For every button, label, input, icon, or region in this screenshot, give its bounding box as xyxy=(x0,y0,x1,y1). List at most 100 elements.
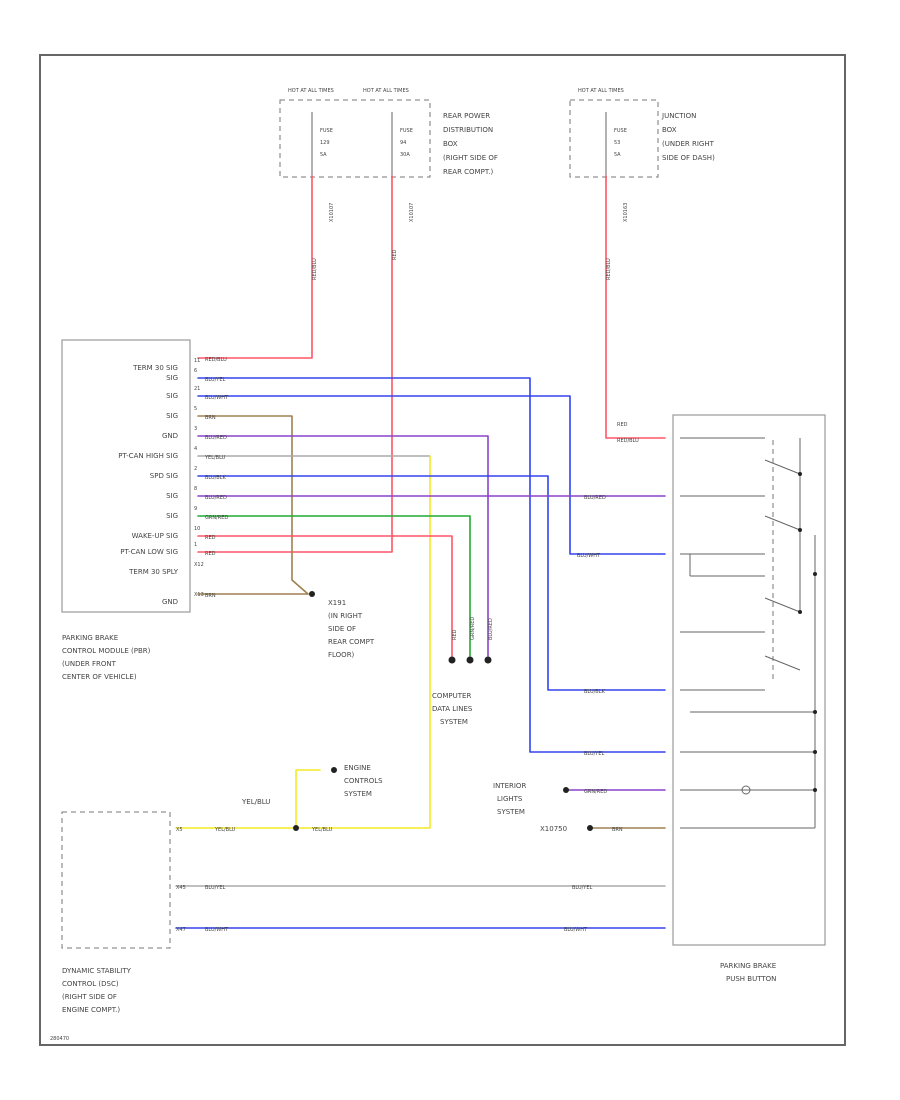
pbm-pin-number: X12 xyxy=(194,562,204,568)
svg-text:BOX: BOX xyxy=(443,140,458,148)
hot-at-all-times-label: HOT AT ALL TIMES xyxy=(578,88,624,94)
splice-dot xyxy=(293,825,299,831)
svg-text:BLU/RED: BLU/RED xyxy=(584,495,606,501)
fuse-94-rating: 30A xyxy=(400,152,410,158)
svg-text:RED: RED xyxy=(617,422,628,428)
pbm-pin-number: X13 xyxy=(194,592,204,598)
svg-text:BLU/WHT: BLU/WHT xyxy=(564,927,588,933)
svg-text:BRN: BRN xyxy=(205,593,216,599)
svg-text:BLU/YEL: BLU/YEL xyxy=(205,377,226,383)
computer-data-lines-connectors xyxy=(448,656,492,664)
svg-text:BLU/YEL: BLU/YEL xyxy=(584,751,605,757)
fuse-94-label: FUSE xyxy=(400,128,413,134)
wires-layer xyxy=(175,175,666,929)
pbm-caption: PARKING BRAKE CONTROL MODULE (PBR) (UNDE… xyxy=(62,634,151,681)
svg-text:SYSTEM: SYSTEM xyxy=(497,808,525,816)
parking-brake-push-button-box xyxy=(672,414,826,946)
wire-grn-red-pin9 xyxy=(197,515,471,657)
wire-labels: RED/BLU BLU/YEL BLU/WHT BRN BLU/RED YEL/… xyxy=(204,249,639,933)
svg-text:YEL/BLU: YEL/BLU xyxy=(241,798,270,806)
svg-text:(UNDER FRONT: (UNDER FRONT xyxy=(62,660,117,668)
pbm-pin-label: GND xyxy=(162,598,178,606)
wire-brn-pin5 xyxy=(197,415,309,595)
svg-text:INTERIOR: INTERIOR xyxy=(493,782,526,790)
wire-blu-blk-pin2 xyxy=(197,475,666,691)
fuse-129-label: FUSE xyxy=(320,128,333,134)
wire-blu-red-pin3 xyxy=(197,435,489,657)
parking-brake-control-module-box xyxy=(61,339,191,613)
push-button-internal-switches xyxy=(680,437,817,829)
svg-text:BOX: BOX xyxy=(662,126,677,134)
svg-text:RED: RED xyxy=(205,551,216,557)
svg-text:BLU/YEL: BLU/YEL xyxy=(572,885,593,891)
x10750-label: X10750 xyxy=(540,825,593,833)
junction-box-label: JUNCTION BOX (UNDER RIGHT SIDE OF DASH) xyxy=(661,112,715,162)
pbm-pin-number: 9 xyxy=(194,506,197,512)
svg-text:X10750: X10750 xyxy=(540,825,567,833)
fuse-53-number: 53 xyxy=(614,140,620,146)
pbm-pin-label: PT-CAN HIGH SIG xyxy=(118,452,178,460)
svg-text:BLU/BLK: BLU/BLK xyxy=(205,475,227,481)
pbm-pin-number: 5 xyxy=(194,406,197,412)
svg-text:(UNDER RIGHT: (UNDER RIGHT xyxy=(662,140,715,148)
pbm-pin-number: 6 xyxy=(194,368,197,374)
wire-yel-blu-engine xyxy=(295,769,321,829)
pbm-pin-number: 4 xyxy=(194,446,197,452)
svg-text:GRN/RED: GRN/RED xyxy=(470,617,476,640)
computer-data-lines-label: COMPUTER DATA LINES SYSTEM xyxy=(432,692,473,726)
connector-x10107-label: X10107 xyxy=(329,203,335,222)
svg-text:YEL/BLU: YEL/BLU xyxy=(204,455,226,461)
push-button-caption: PARKING BRAKE PUSH BUTTON xyxy=(720,962,776,983)
svg-text:ENGINE: ENGINE xyxy=(344,764,371,772)
wire-red-blu-term30 xyxy=(197,175,313,359)
connector-x10163-label: X10163 xyxy=(623,203,629,222)
wire-blu-wht-pin21 xyxy=(197,395,666,555)
svg-text:DYNAMIC STABILITY: DYNAMIC STABILITY xyxy=(62,967,132,975)
svg-text:SYSTEM: SYSTEM xyxy=(440,718,468,726)
svg-text:BLU/RED: BLU/RED xyxy=(205,435,227,441)
dsc-pin-x5: X5 xyxy=(176,827,183,833)
pbm-pin-label: TERM 30 SPLY xyxy=(128,568,179,576)
svg-text:BLU/YEL: BLU/YEL xyxy=(205,885,226,891)
pbm-pin-label: TERM 30 SIG xyxy=(132,364,178,372)
fuse-53-label: FUSE xyxy=(614,128,627,134)
pbm-pin-label: SIG xyxy=(166,374,178,382)
svg-text:REAR COMPT: REAR COMPT xyxy=(328,638,375,646)
pbm-pin-number: 8 xyxy=(194,486,197,492)
pbm-pin-label: GND xyxy=(162,432,178,440)
pbm-pin-label: PT-CAN LOW SIG xyxy=(120,548,178,556)
svg-text:REAR POWER: REAR POWER xyxy=(443,112,490,120)
svg-text:RED: RED xyxy=(205,535,216,541)
diagram-frame xyxy=(39,54,846,1046)
svg-text:BRN: BRN xyxy=(205,415,216,421)
interior-lights-label: INTERIOR LIGHTS SYSTEM xyxy=(493,782,569,816)
svg-text:BLU/WHT: BLU/WHT xyxy=(205,927,229,933)
svg-text:CONTROLS: CONTROLS xyxy=(344,777,383,785)
fuse-53-rating: 5A xyxy=(614,152,621,158)
svg-text:RED/BLU: RED/BLU xyxy=(312,258,318,280)
svg-text:JUNCTION: JUNCTION xyxy=(661,112,696,120)
fuse-129-rating: 5A xyxy=(320,152,327,158)
pbm-pin-label: SIG xyxy=(166,512,178,520)
diagram-code: 280470 xyxy=(50,1036,69,1042)
svg-text:X191: X191 xyxy=(328,599,346,607)
pbm-pin-number: 3 xyxy=(194,426,197,432)
svg-text:SYSTEM: SYSTEM xyxy=(344,790,372,798)
svg-text:REAR COMPT.): REAR COMPT.) xyxy=(443,168,493,176)
ground-x191-dot xyxy=(309,591,315,597)
svg-text:LIGHTS: LIGHTS xyxy=(497,795,523,803)
svg-text:ENGINE COMPT.): ENGINE COMPT.) xyxy=(62,1006,120,1014)
pbm-pin-label: SIG xyxy=(166,412,178,420)
svg-text:RED/BLU: RED/BLU xyxy=(617,438,639,444)
wire-red-pin10 xyxy=(197,535,453,657)
connector-x10107-label-2: X10107 xyxy=(409,203,415,222)
dsc-caption: DYNAMIC STABILITY CONTROL (DSC) (RIGHT S… xyxy=(62,967,132,1014)
pbm-pin-number: 21 xyxy=(194,386,200,392)
svg-text:PARKING BRAKE: PARKING BRAKE xyxy=(62,634,118,642)
svg-text:BLU/WHT: BLU/WHT xyxy=(205,395,229,401)
pbm-pin-number: 10 xyxy=(194,526,200,532)
svg-text:BLU/BLK: BLU/BLK xyxy=(584,689,606,695)
dsc-pin-x47: X47 xyxy=(176,927,186,933)
